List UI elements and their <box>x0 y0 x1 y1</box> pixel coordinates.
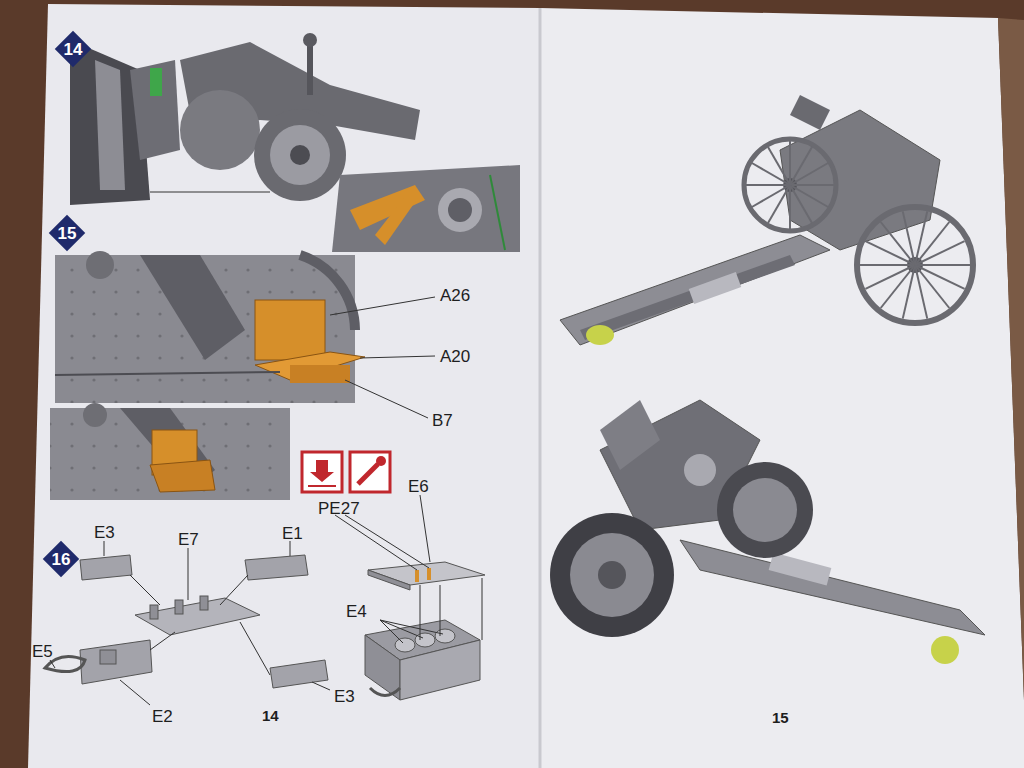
part-number: A20 <box>440 348 470 365</box>
step-number-text: 16 <box>52 551 71 568</box>
part-number: E5 <box>32 643 53 660</box>
step-number: 14 <box>54 30 92 68</box>
part-number: E2 <box>152 708 173 725</box>
gun-rear-view <box>550 400 985 664</box>
step16-parts <box>45 555 485 700</box>
step14-detail <box>332 165 520 252</box>
part-number: E3 <box>94 524 115 541</box>
symbol-icons <box>302 452 390 492</box>
part-number: PE27 <box>318 500 360 517</box>
gun-top-view <box>560 95 973 345</box>
part-number: E7 <box>178 531 199 548</box>
part-number: E3 <box>334 688 355 705</box>
step-number: 15 <box>48 214 86 252</box>
step15-panel <box>50 251 365 500</box>
page-number: 15 <box>772 710 789 725</box>
step-number-text: 15 <box>58 225 77 242</box>
part-number: E4 <box>346 603 367 620</box>
part-number: E6 <box>408 478 429 495</box>
page-number: 14 <box>262 708 279 723</box>
right-page <box>540 8 1024 768</box>
step-number-text: 14 <box>64 41 83 58</box>
part-number: A26 <box>440 287 470 304</box>
left-page <box>28 4 540 768</box>
step-number: 16 <box>42 540 80 578</box>
part-number: B7 <box>432 412 453 429</box>
part-number: E1 <box>282 525 303 542</box>
